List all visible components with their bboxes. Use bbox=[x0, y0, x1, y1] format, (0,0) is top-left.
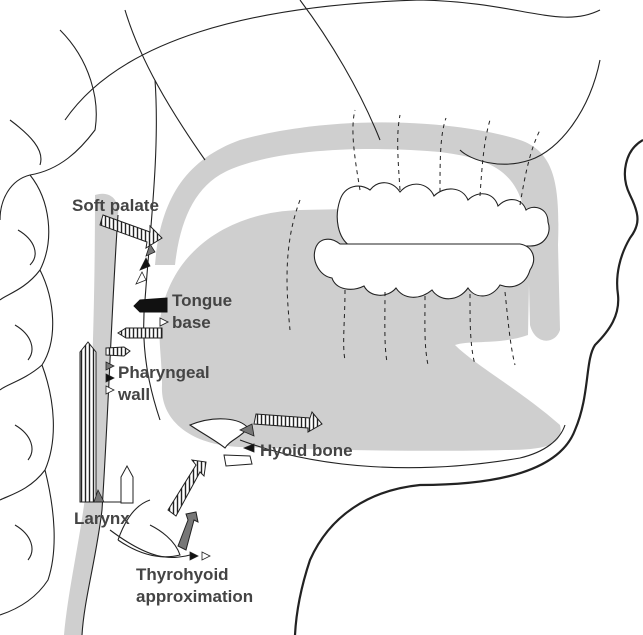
thyrohyoid-white-marker bbox=[202, 552, 210, 560]
label-thyrohyoid-line1: Thyrohyoid bbox=[136, 565, 229, 584]
pharyngeal-marker-3 bbox=[106, 386, 114, 394]
cheek-line bbox=[300, 0, 380, 140]
larynx-tall-arrow bbox=[80, 342, 96, 502]
label-tongue-base-line2: base bbox=[172, 313, 211, 332]
label-thyrohyoid-line2: approximation bbox=[136, 587, 253, 606]
soft-palate-marker-3 bbox=[136, 272, 146, 284]
label-pharyngeal-wall-line1: Pharyngeal bbox=[118, 363, 210, 382]
pharyngeal-marker-2 bbox=[106, 374, 114, 382]
thyrohyoid-grey-arrow bbox=[178, 512, 198, 550]
label-tongue-base-line1: Tongue bbox=[172, 291, 232, 310]
thyrohyoid-outline bbox=[110, 530, 190, 557]
hyoid-white-marker bbox=[224, 455, 252, 466]
tongue-base-hatched-arrow bbox=[118, 328, 162, 338]
label-soft-palate: Soft palate bbox=[72, 196, 159, 215]
tongue-base-arrow bbox=[134, 298, 167, 312]
teeth bbox=[314, 183, 549, 299]
thyrohyoid-dark-marker bbox=[190, 552, 198, 560]
label-hyoid-bone: Hyoid bone bbox=[260, 441, 353, 460]
pharyngeal-wall-arrow bbox=[106, 347, 130, 356]
thyrohyoid-hatched-arrow bbox=[168, 460, 206, 516]
label-pharyngeal-wall-line2: wall bbox=[117, 385, 150, 404]
larynx-white-arrow bbox=[121, 466, 133, 503]
label-larynx: Larynx bbox=[74, 509, 130, 528]
skull-inner-line bbox=[125, 10, 205, 160]
upper-teeth bbox=[337, 183, 549, 246]
